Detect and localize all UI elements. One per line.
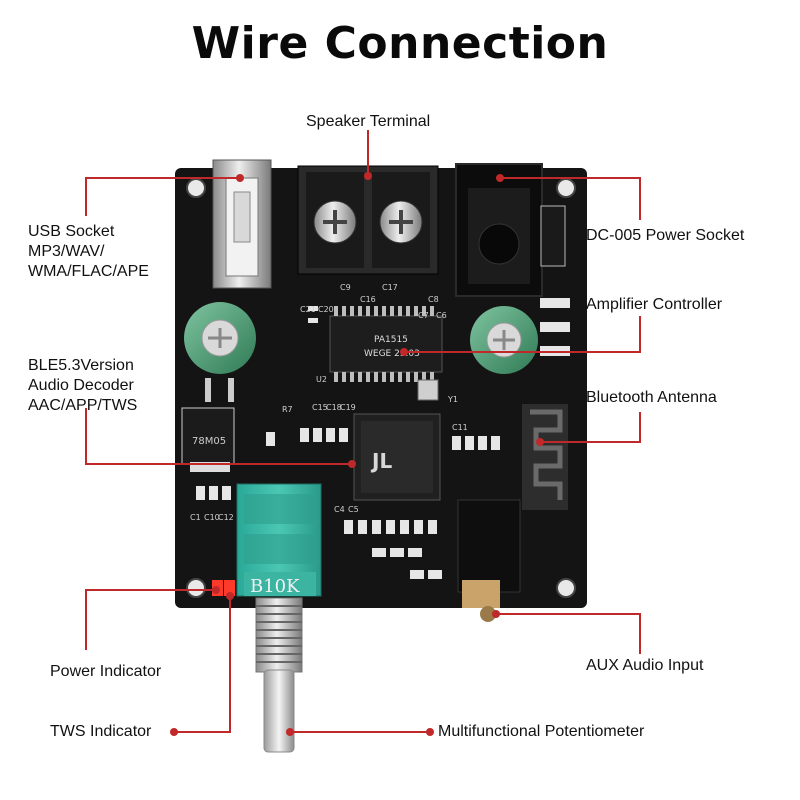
callout-tws <box>174 596 231 733</box>
silk-c6: C6 <box>436 311 447 320</box>
regulator-marking: 78M05 <box>192 436 226 447</box>
label-dc-power-socket: DC-005 Power Socket <box>586 227 745 244</box>
label-speaker-terminal: Speaker Terminal <box>306 113 431 130</box>
dc-power-socket <box>455 163 543 297</box>
label-usb-socket-3: WMA/FLAC/APE <box>28 263 149 280</box>
silk-c18: C18 <box>326 403 342 412</box>
label-aux-audio-input: AUX Audio Input <box>586 657 704 674</box>
mount-hole <box>186 578 206 598</box>
silk-y1: Y1 <box>447 395 458 404</box>
silk-c20: C20 <box>318 305 334 314</box>
silk-c7: C7 <box>418 311 429 320</box>
pot-marking: B10K <box>250 576 300 597</box>
label-ble-3: AAC/APP/TWS <box>28 397 138 414</box>
silk-c11: C11 <box>452 423 468 432</box>
page-title: Wire Connection <box>191 18 609 69</box>
voltage-regulator: 78M05 <box>181 407 235 472</box>
amplifier-chip: PA1515 WEGE 23.03 <box>329 306 443 382</box>
callout-dots <box>170 172 544 736</box>
mount-hole <box>556 578 576 598</box>
silk-c5: C5 <box>348 505 359 514</box>
capacitor-right <box>470 306 538 374</box>
tws-led <box>224 580 235 596</box>
silk-u2: U2 <box>316 375 327 384</box>
label-ble-1: BLE5.3Version <box>28 357 134 374</box>
mount-hole <box>556 178 576 198</box>
label-tws-indicator: TWS Indicator <box>50 723 152 740</box>
callout-dc <box>500 177 641 220</box>
label-bluetooth-antenna: Bluetooth Antenna <box>586 389 717 406</box>
bluetooth-decoder-chip: JL <box>353 413 441 501</box>
svg-text:JL: JL <box>370 449 392 473</box>
callout-lines <box>85 130 641 733</box>
aux-audio-jack <box>457 499 521 622</box>
bluetooth-antenna <box>522 404 568 510</box>
potentiometer: B10K <box>236 483 322 753</box>
label-amplifier-controller: Amplifier Controller <box>586 296 723 313</box>
callout-ble <box>85 408 352 465</box>
callout-usb <box>85 177 240 216</box>
silk-c9: C9 <box>340 283 351 292</box>
silk-c8: C8 <box>428 295 439 304</box>
label-power-indicator: Power Indicator <box>50 663 162 680</box>
crystal <box>417 379 439 401</box>
label-usb-socket-1: USB Socket <box>28 223 115 240</box>
diode <box>540 205 566 267</box>
callout-power <box>85 589 216 650</box>
silk-c15: C15 <box>312 403 328 412</box>
amp-chip-marking-1: PA1515 <box>374 335 408 345</box>
silk-c1: C1 <box>190 513 201 522</box>
callout-bt-antenna <box>540 412 641 443</box>
silk-c16: C16 <box>360 295 376 304</box>
silk-c21: C21 <box>300 305 316 314</box>
silk-r7: R7 <box>282 405 293 414</box>
silk-c4: C4 <box>334 505 345 514</box>
mount-hole <box>186 178 206 198</box>
callout-amp <box>404 316 641 353</box>
usb-socket <box>212 159 272 289</box>
silk-c10: C10 <box>204 513 220 522</box>
silk-c17: C17 <box>382 283 398 292</box>
silk-c19: C19 <box>340 403 356 412</box>
label-multifunctional-potentiometer: Multifunctional Potentiometer <box>438 723 645 740</box>
silkscreen-labels: C9 C17 C16 C20 C21 C7 C6 C8 U2 R7 C15 C1… <box>190 283 468 522</box>
silk-c12: C12 <box>218 513 234 522</box>
capacitor-left <box>184 302 256 402</box>
amp-chip-marking-2: WEGE 23.03 <box>364 349 420 359</box>
callout-aux <box>496 613 641 654</box>
label-ble-2: Audio Decoder <box>28 377 134 394</box>
label-usb-socket-2: MP3/WAV/ <box>28 243 105 260</box>
speaker-terminal <box>297 165 439 275</box>
